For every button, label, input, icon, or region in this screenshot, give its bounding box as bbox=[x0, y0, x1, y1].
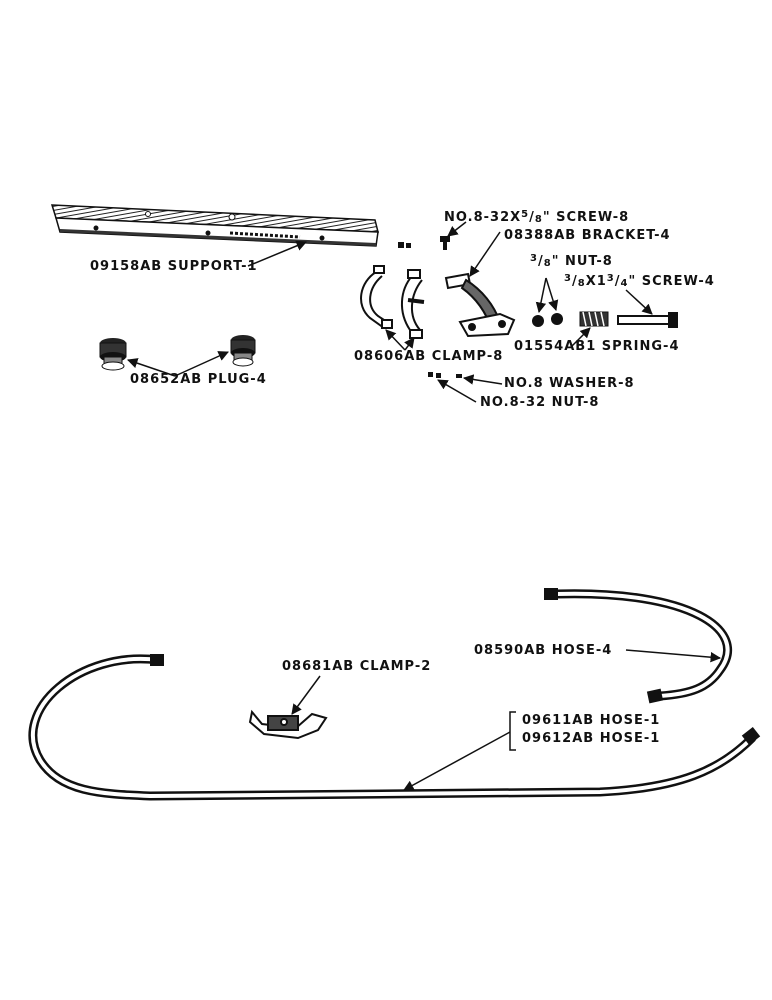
nut-38-leader-left bbox=[535, 277, 547, 314]
screw4-a-num: 3 bbox=[564, 273, 572, 284]
label-hose-4: 08590AB HOSE-4 bbox=[474, 643, 613, 658]
label-hose-1b: 09612AB HOSE-1 bbox=[522, 731, 661, 746]
screw4-b-num: 3 bbox=[606, 273, 615, 284]
label-support: 09158AB SUPPORT-1 bbox=[90, 259, 258, 274]
label-clamp-8: 08606AB CLAMP-8 bbox=[354, 349, 504, 364]
spring-leader bbox=[571, 327, 591, 347]
screw-small bbox=[440, 236, 450, 250]
nut-small-2 bbox=[406, 243, 411, 248]
bracket bbox=[444, 272, 516, 338]
screw-long-leader bbox=[625, 289, 653, 315]
label-bracket: 08388AB BRACKET-4 bbox=[504, 228, 671, 243]
washer-small bbox=[436, 373, 441, 378]
clamp-leader-left bbox=[385, 329, 406, 351]
label-screw-4: 3/8X13/4" SCREW-4 bbox=[564, 273, 715, 289]
nut38-suffix: NUT-8 bbox=[565, 254, 613, 269]
label-clamp-2: 08681AB CLAMP-2 bbox=[282, 659, 432, 674]
plug-left bbox=[99, 338, 127, 371]
nut-38-leader-right bbox=[545, 277, 559, 312]
screw-8-den: 8 bbox=[534, 214, 543, 225]
hose-1-bracket bbox=[509, 711, 516, 751]
label-nut-832: NO.8-32 NUT-8 bbox=[480, 395, 600, 410]
nut-38-right bbox=[551, 313, 563, 325]
washer-small-2 bbox=[456, 374, 462, 378]
spring bbox=[579, 311, 609, 327]
nut-38-left bbox=[532, 315, 544, 327]
clamp-2-leader bbox=[291, 675, 321, 715]
clamp-leader-right bbox=[404, 337, 415, 351]
screw4-a-den: 8 bbox=[577, 278, 586, 289]
nut-small-1 bbox=[398, 242, 404, 248]
screw-8-prefix: NO.8-32X bbox=[444, 210, 522, 225]
screw4-mid: X1 bbox=[585, 274, 607, 289]
hose-4-leader bbox=[625, 649, 722, 663]
clamp-right bbox=[401, 269, 425, 339]
hose-1-leader bbox=[403, 731, 511, 791]
nut38-den: 8 bbox=[543, 258, 552, 269]
label-plug: 08652AB PLUG-4 bbox=[130, 372, 267, 387]
hose-1 bbox=[28, 654, 761, 801]
label-nut-38: 3/8" NUT-8 bbox=[530, 253, 613, 269]
bracket-leader bbox=[469, 231, 501, 277]
washer-leader bbox=[462, 374, 503, 385]
support-leader bbox=[247, 240, 307, 267]
nut-832-leader bbox=[437, 379, 477, 403]
hose-4 bbox=[544, 588, 733, 704]
screw4-b-den: 4 bbox=[620, 278, 629, 289]
nut38-num: 3 bbox=[530, 253, 538, 264]
plug-leader-left bbox=[127, 358, 176, 377]
screw-8-num: 5 bbox=[521, 209, 530, 220]
screw-long bbox=[617, 312, 678, 328]
plug-leader-right bbox=[174, 351, 229, 377]
screw-8-suffix: SCREW-8 bbox=[556, 210, 630, 225]
screw4-suffix: SCREW-4 bbox=[641, 274, 715, 289]
clamp-left bbox=[360, 265, 393, 329]
label-screw-8: NO.8-32X5/8" SCREW-8 bbox=[444, 209, 630, 225]
plug-right bbox=[230, 335, 256, 367]
label-spring: 01554AB1 SPRING-4 bbox=[514, 339, 680, 354]
support-bar bbox=[50, 204, 379, 247]
screw-small-leader bbox=[447, 221, 467, 237]
clamp-2 bbox=[248, 709, 328, 740]
nut-832-small bbox=[428, 372, 433, 377]
label-washer: NO.8 WASHER-8 bbox=[504, 376, 635, 391]
label-hose-1a: 09611AB HOSE-1 bbox=[522, 713, 661, 728]
